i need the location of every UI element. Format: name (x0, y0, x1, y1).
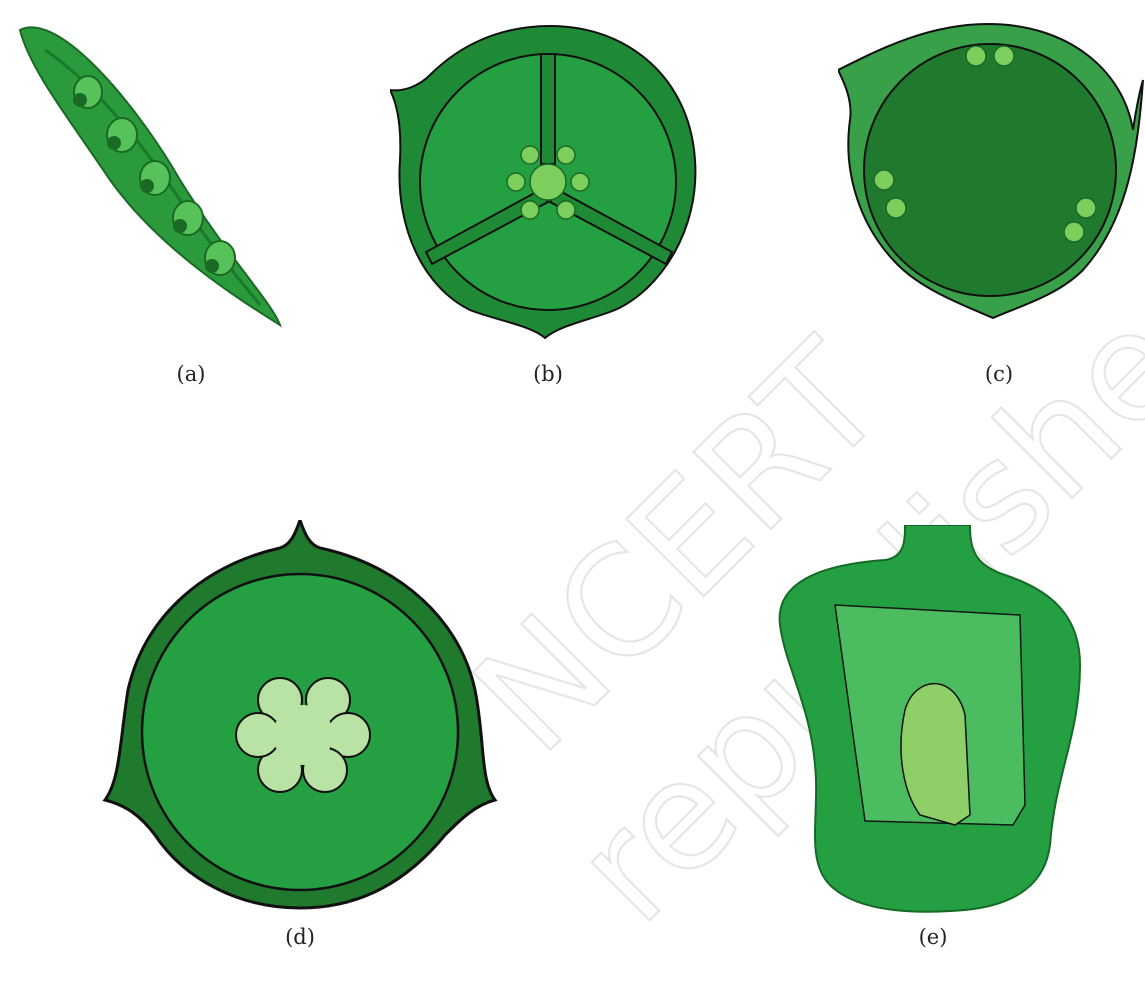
caption-b: (b) (508, 362, 588, 386)
caption-a: (a) (151, 362, 231, 386)
figure-c-parietal (838, 20, 1145, 320)
caption-d: (d) (260, 925, 340, 949)
figure-e-basal (775, 525, 1095, 915)
caption-c: (c) (959, 362, 1039, 386)
caption-e: (e) (893, 925, 973, 949)
figure-a-pod (0, 0, 300, 340)
figure-d-free-central (100, 520, 500, 920)
figure-b-axile (390, 20, 710, 340)
